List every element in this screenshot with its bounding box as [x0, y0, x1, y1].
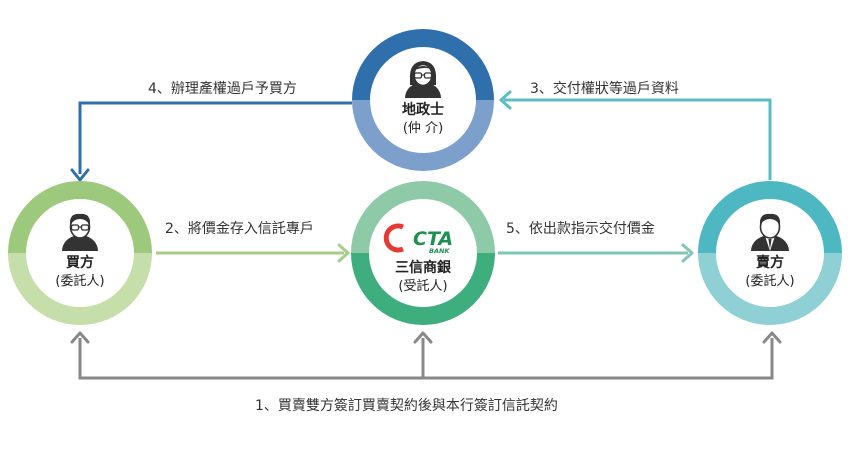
- man-suit-icon: [751, 213, 789, 251]
- logo-text: CTA: [413, 228, 453, 250]
- cta-bank-logo: CTA BANK: [383, 223, 453, 255]
- arrow-step2: [156, 243, 350, 263]
- logo-subtext: BANK: [429, 247, 450, 255]
- seller-name: 賣方: [755, 254, 784, 271]
- buyer-name: 買方: [66, 254, 94, 271]
- woman-glasses-icon: [405, 61, 441, 98]
- seller-sub: (委託人): [745, 273, 794, 289]
- step4-label: 4、辦理產權過戶予買方: [148, 80, 297, 97]
- step2-label: 2、將價金存入信託專戶: [165, 220, 314, 237]
- arrow-step1: [70, 331, 782, 380]
- buyer-sub: (委託人): [55, 273, 104, 289]
- node-seller: 賣方 (委託人): [698, 181, 842, 325]
- step5-label: 5、依出款指示交付價金: [506, 220, 655, 237]
- arrow-step4: [70, 101, 352, 182]
- node-bank: CTA BANK 三信商銀 (受託人): [351, 181, 495, 325]
- scrivener-sub: (仲 介): [403, 121, 443, 136]
- bank-name: 三信商銀: [395, 259, 451, 276]
- arrow-step5: [498, 243, 694, 263]
- node-scrivener: 地政士 (仲 介): [352, 29, 494, 171]
- scrivener-name: 地政士: [402, 101, 444, 118]
- step1-label: 1、買賣雙方簽訂買賣契約後與本行簽訂信託契約: [255, 397, 558, 414]
- arrow-step3: [499, 90, 772, 180]
- step3-label: 3、交付權狀等過戶資料: [530, 80, 679, 97]
- man-glasses-icon: [62, 213, 98, 251]
- bank-sub: (受託人): [398, 278, 447, 294]
- node-buyer: 買方 (委託人): [8, 181, 152, 325]
